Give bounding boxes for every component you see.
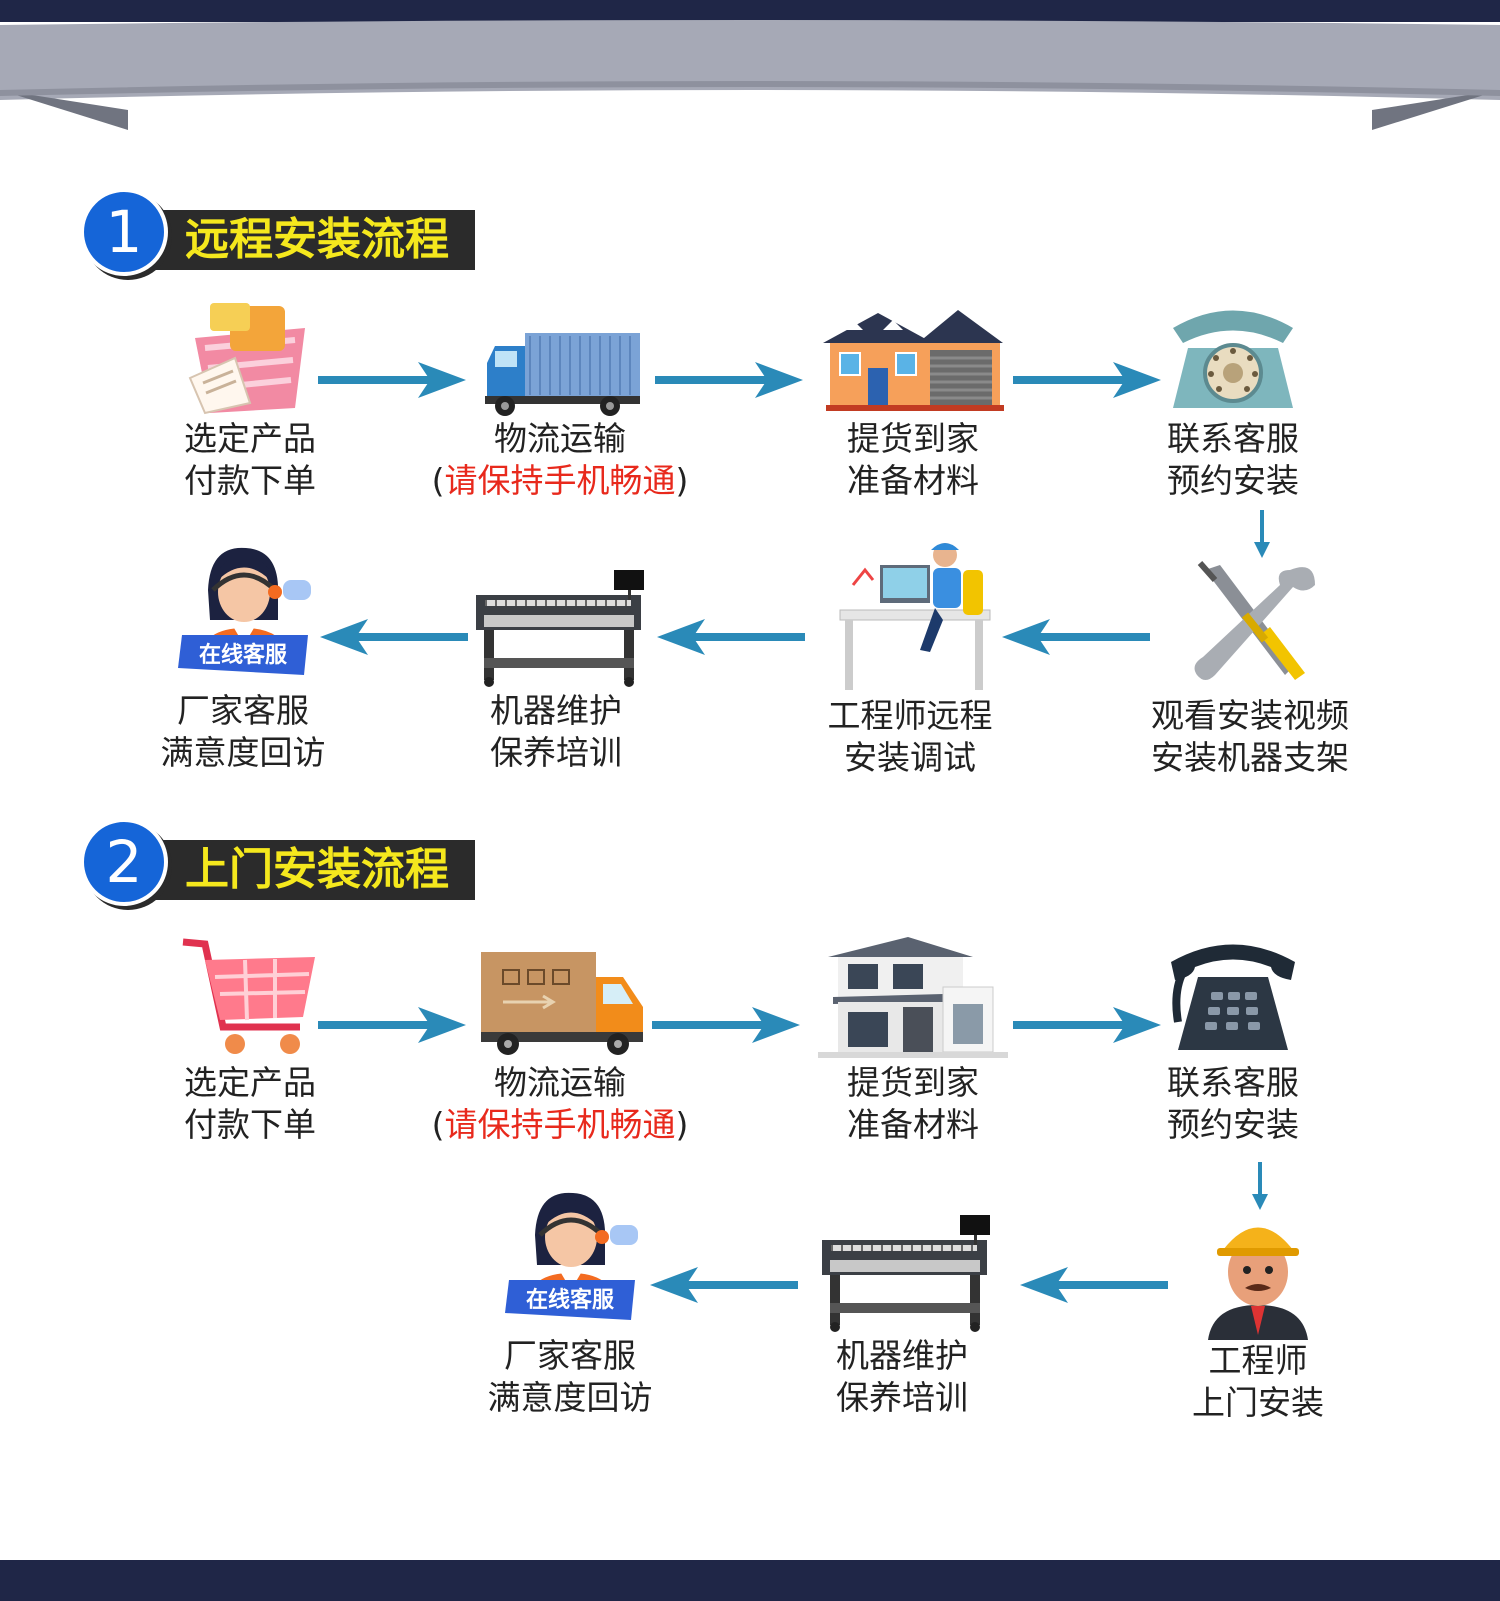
shopping-cart-icon <box>182 938 315 1054</box>
arrow-left-icon <box>320 619 468 655</box>
online-service-badge: 在线客服 <box>199 642 288 668</box>
step-label: 提货到家 准备材料 <box>847 1063 979 1144</box>
arrow-down-icon <box>1252 1162 1268 1210</box>
step-select-product: 选定产品 付款下单 <box>100 932 400 1146</box>
section-2-header: 上门安装流程 2 <box>80 818 480 908</box>
section-title: 远程安装流程 <box>185 214 449 265</box>
step-label: 厂家客服 满意度回访 <box>487 1336 653 1417</box>
arrow-left-icon <box>1020 1267 1168 1303</box>
online-service-badge: 在线客服 <box>526 1287 615 1313</box>
arrow-right-icon <box>318 1007 466 1043</box>
cargo-truck-icon <box>485 333 640 416</box>
section-number-badge: 1 <box>80 188 168 276</box>
step-pickup-home: 提货到家 准备材料 <box>763 932 1063 1146</box>
rotary-phone-icon <box>1173 310 1293 408</box>
villa-icon <box>818 937 1008 1058</box>
arrow-right-icon <box>318 362 466 398</box>
step-label: 机器维护 保养培训 <box>836 1336 968 1417</box>
section-number-badge: 2 <box>80 818 168 906</box>
step-label: 工程师 上门安装 <box>1192 1341 1324 1422</box>
step-label: 厂家客服 满意度回访 <box>160 691 326 772</box>
step-select-product: 选定产品 付款下单 <box>100 288 400 502</box>
arrow-left-icon <box>1002 619 1150 655</box>
desk-phone-icon <box>1171 944 1295 1050</box>
step-service-followup: 在线客服 厂家客服 满意度回访 <box>93 540 393 774</box>
step-label: 联系客服 预约安装 <box>1167 419 1299 500</box>
top-band <box>0 0 1500 22</box>
step-engineer-remote: 工程师远程 安装调试 <box>760 540 1060 779</box>
arrow-right-icon <box>1013 362 1161 398</box>
step-label: 机器维护 保养培训 <box>490 691 622 772</box>
step-label: 联系客服 预约安装 <box>1167 1063 1299 1144</box>
step-maintenance: 机器维护 保养培训 <box>752 1215 1052 1419</box>
step-logistics: 物流运输 (请保持手机畅通) <box>410 932 710 1146</box>
section-title: 上门安装流程 <box>185 844 449 895</box>
step-label: 物流运输 (请保持手机畅通) <box>431 1063 689 1144</box>
printer-machine-icon <box>822 1215 990 1332</box>
step-label: 观看安装视频 安装机器支架 <box>1151 696 1349 777</box>
header-ribbon <box>0 20 1500 130</box>
customer-service-icon: 在线客服 <box>178 547 311 675</box>
step-label: 工程师远程 安装调试 <box>827 696 993 777</box>
engineer-desk-icon <box>839 543 991 690</box>
step-label: 选定产品 付款下单 <box>184 419 316 500</box>
step-label: 选定产品 付款下单 <box>184 1063 316 1144</box>
arrow-right-icon <box>655 362 803 398</box>
wrench-screwdriver-icon <box>1194 561 1315 680</box>
arrow-left-icon <box>657 619 805 655</box>
arrow-right-icon <box>1013 1007 1161 1043</box>
section-title-bar <box>140 210 475 270</box>
step-logistics: 物流运输 (请保持手机畅通) <box>410 288 710 502</box>
step-service-followup: 在线客服 厂家客服 满意度回访 <box>420 1185 720 1419</box>
step-contact-service: 联系客服 预约安装 <box>1083 288 1383 502</box>
step-label: 提货到家 准备材料 <box>847 419 979 500</box>
delivery-truck-icon <box>480 952 643 1055</box>
step-engineer-onsite: 工程师 上门安装 <box>1108 1210 1408 1424</box>
arrow-right-icon <box>652 1007 800 1043</box>
engineer-helmet-icon <box>1208 1227 1308 1340</box>
section-title-bar <box>140 840 475 900</box>
step-contact-service: 联系客服 预约安装 <box>1083 932 1383 1146</box>
printer-machine-icon <box>476 570 644 687</box>
house-icon <box>823 310 1004 411</box>
bottom-band <box>0 1560 1500 1601</box>
arrow-down-icon <box>1254 510 1270 558</box>
customer-service-icon: 在线客服 <box>505 1192 638 1320</box>
section-1-header: 远程安装流程 1 <box>80 188 480 278</box>
step-maintenance: 机器维护 保养培训 <box>406 570 706 774</box>
shopping-basket-icon <box>188 303 305 415</box>
arrow-left-icon <box>650 1267 798 1303</box>
step-watch-video: 观看安装视频 安装机器支架 <box>1100 555 1400 779</box>
step-label: 物流运输 (请保持手机畅通) <box>431 419 689 500</box>
step-pickup-home: 提货到家 准备材料 <box>763 288 1063 502</box>
